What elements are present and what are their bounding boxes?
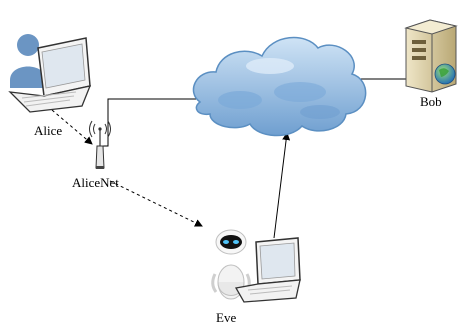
node-label-eve: Eve bbox=[216, 310, 237, 325]
robot-laptop-icon bbox=[211, 229, 301, 303]
edge-alice-alicenet bbox=[51, 109, 93, 145]
edge-alicenet-eve bbox=[109, 180, 203, 227]
wireless-router-icon bbox=[89, 120, 111, 169]
node-label-bob: Bob bbox=[420, 94, 442, 109]
laptop-user-icon bbox=[8, 34, 92, 113]
edge-alicenet-internet bbox=[101, 98, 196, 147]
node-label-alice: Alice bbox=[34, 123, 63, 138]
server-icon bbox=[404, 19, 458, 93]
cloud-icon bbox=[192, 36, 367, 137]
edge-eve-internet bbox=[273, 132, 291, 239]
node-label-alicenet: AliceNet bbox=[72, 175, 119, 190]
